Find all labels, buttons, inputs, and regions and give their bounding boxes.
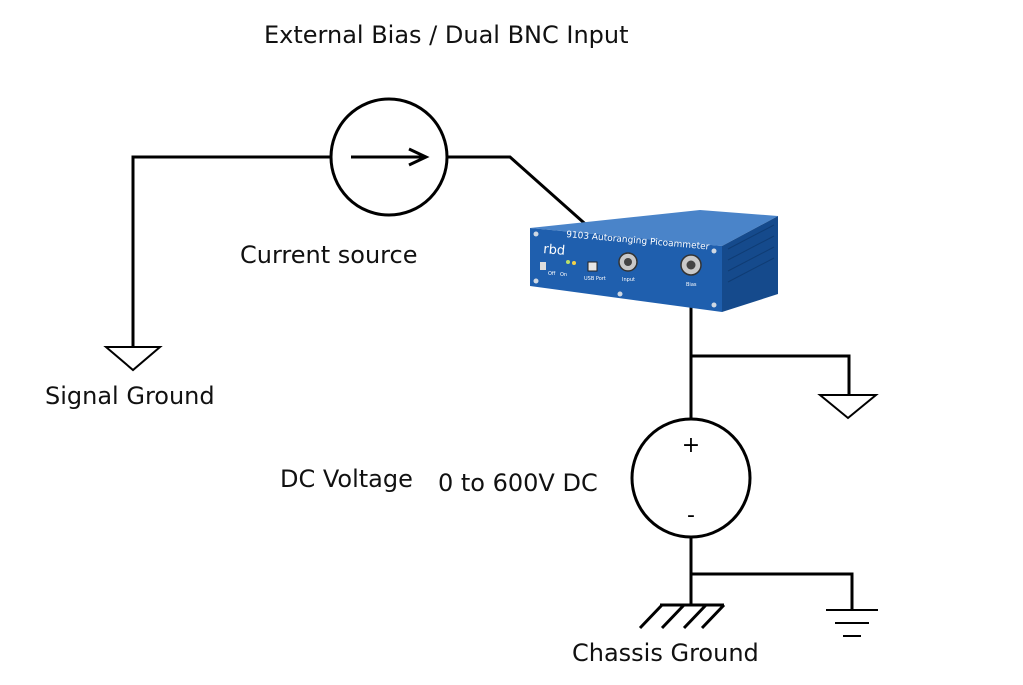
plus-sign: +: [682, 433, 700, 458]
diagram-title: External Bias / Dual BNC Input: [264, 21, 629, 49]
signal-ground-label: Signal Ground: [45, 382, 215, 410]
chassis-ground-icon: [638, 603, 726, 630]
input-label: Input: [622, 277, 635, 283]
chassis-ground-label: Chassis Ground: [572, 639, 759, 667]
on-label: On: [560, 272, 567, 278]
bias-ground-icon: [817, 394, 879, 420]
picoammeter-device: rbd 9103 Autoranging Picoammeter Off On …: [530, 210, 778, 312]
signal-ground-wire: [131, 155, 331, 347]
minus-sign: -: [687, 503, 695, 528]
voltage-range-label: 0 to 600V DC: [438, 469, 598, 497]
usb-port: [587, 261, 598, 272]
device-brand: rbd: [543, 242, 566, 259]
earth-ground-icon: [826, 609, 878, 637]
bias-label: Bias: [686, 282, 697, 288]
bias-bnc-connector: [680, 254, 702, 276]
off-label: Off: [548, 271, 556, 277]
input-bnc-connector: [618, 252, 638, 272]
dc-voltage-source-symbol: [630, 417, 752, 539]
bias-to-ground-wire: [691, 354, 851, 394]
current-source-label: Current source: [240, 241, 418, 269]
signal-ground-icon: [103, 346, 163, 372]
chassis-ground-wire: [691, 572, 854, 610]
current-source-symbol: [329, 97, 449, 217]
dc-voltage-label: DC Voltage: [280, 465, 413, 493]
power-switch: [540, 262, 546, 270]
usb-label: USB Port: [584, 276, 606, 282]
